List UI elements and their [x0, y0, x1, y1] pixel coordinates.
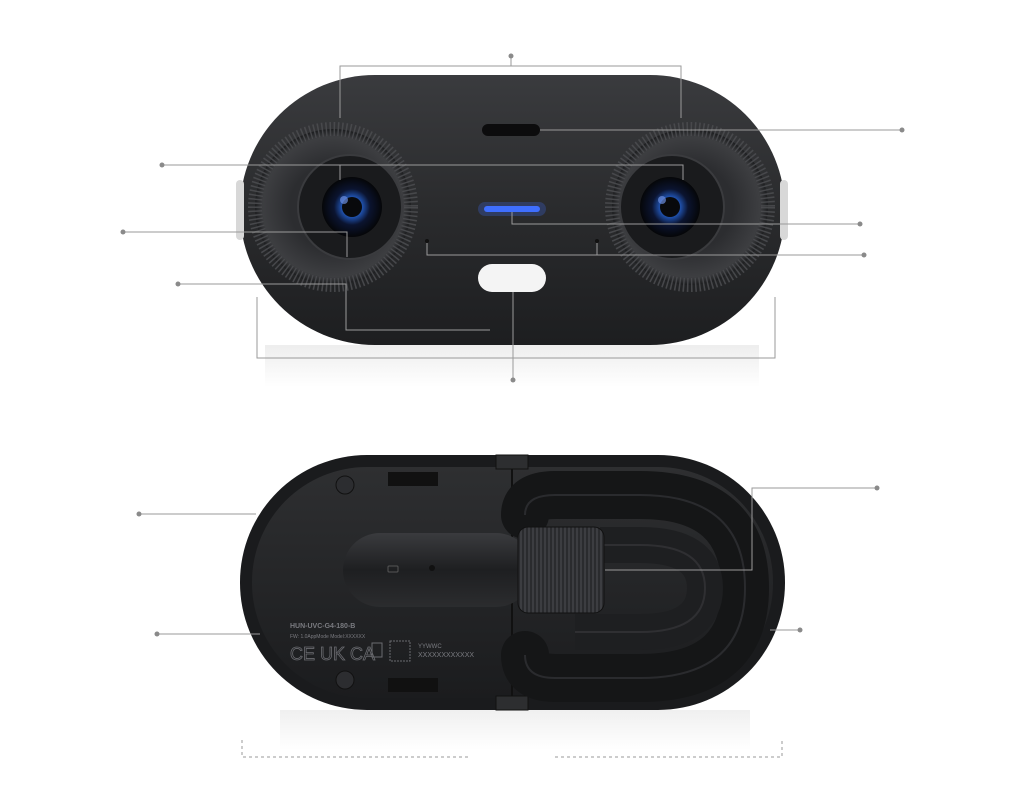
- callout-left-lens: [123, 231, 348, 257]
- qr-code-icon: [389, 640, 411, 662]
- weee-bin-icon: [371, 642, 383, 658]
- callouts: [123, 56, 902, 758]
- date-code: YYWWC: [418, 644, 442, 650]
- top-hinge: [495, 454, 529, 470]
- barrel-mark-icon: [387, 565, 399, 573]
- callout-dot-icon: [899, 127, 905, 133]
- left-side-accent: [236, 180, 244, 240]
- right-side-accent: [780, 180, 788, 240]
- callout-dot-icon: [154, 631, 160, 637]
- light-sensor: [478, 264, 546, 292]
- camera-barrel: [343, 533, 533, 607]
- regulatory-label: HUN-UVC-G4-180-B FW: 1.0AppMode Model:XX…: [290, 623, 475, 664]
- callout-cable: [605, 487, 877, 571]
- callout-dot-icon: [797, 627, 803, 633]
- callout-dot-icon: [120, 229, 126, 235]
- clip-top-left: [388, 472, 438, 486]
- callout-bezel: [178, 283, 490, 331]
- mic-right-icon: [595, 239, 599, 243]
- back-view: HUN-UVC-G4-180-B FW: 1.0AppMode Model:XX…: [240, 454, 785, 750]
- callout-dot-icon: [874, 485, 880, 491]
- back-reflection: [280, 710, 750, 750]
- callout-dot-icon: [861, 252, 867, 258]
- callout-led: [511, 212, 860, 225]
- clip-bottom-left: [388, 678, 438, 692]
- screw-tl-icon: [335, 475, 355, 495]
- mic-left-icon: [425, 239, 429, 243]
- callout-dots: [120, 53, 905, 637]
- cert-marks: CE UK CA: [290, 644, 375, 664]
- callout-lenses: [162, 164, 684, 180]
- serial-number: XXXXXXXXXXXX: [418, 652, 474, 659]
- callout-dot-icon: [510, 377, 516, 383]
- barrel-mic-icon: [429, 565, 435, 571]
- focus-knurl: [518, 527, 604, 613]
- callout-dot-icon: [508, 53, 514, 59]
- bottom-hinge: [495, 695, 529, 711]
- model-line: HUN-UVC-G4-180-B: [290, 623, 355, 630]
- speaker-slot: [482, 124, 540, 136]
- status-led: [484, 206, 540, 212]
- right-lens: [605, 122, 775, 292]
- callout-dot-icon: [175, 281, 181, 287]
- left-lens: [248, 122, 418, 292]
- callout-dot-icon: [136, 511, 142, 517]
- front-view: [236, 75, 788, 387]
- callout-dot-icon: [159, 162, 165, 168]
- callout-mics: [426, 243, 864, 256]
- screw-bl-icon: [335, 670, 355, 690]
- callout-bottom-bracket: [256, 297, 776, 359]
- spec-line: FW: 1.0AppMode Model:XXXXXX: [290, 634, 366, 640]
- callout-back-bracket-left: [241, 740, 470, 758]
- callout-dot-icon: [857, 221, 863, 227]
